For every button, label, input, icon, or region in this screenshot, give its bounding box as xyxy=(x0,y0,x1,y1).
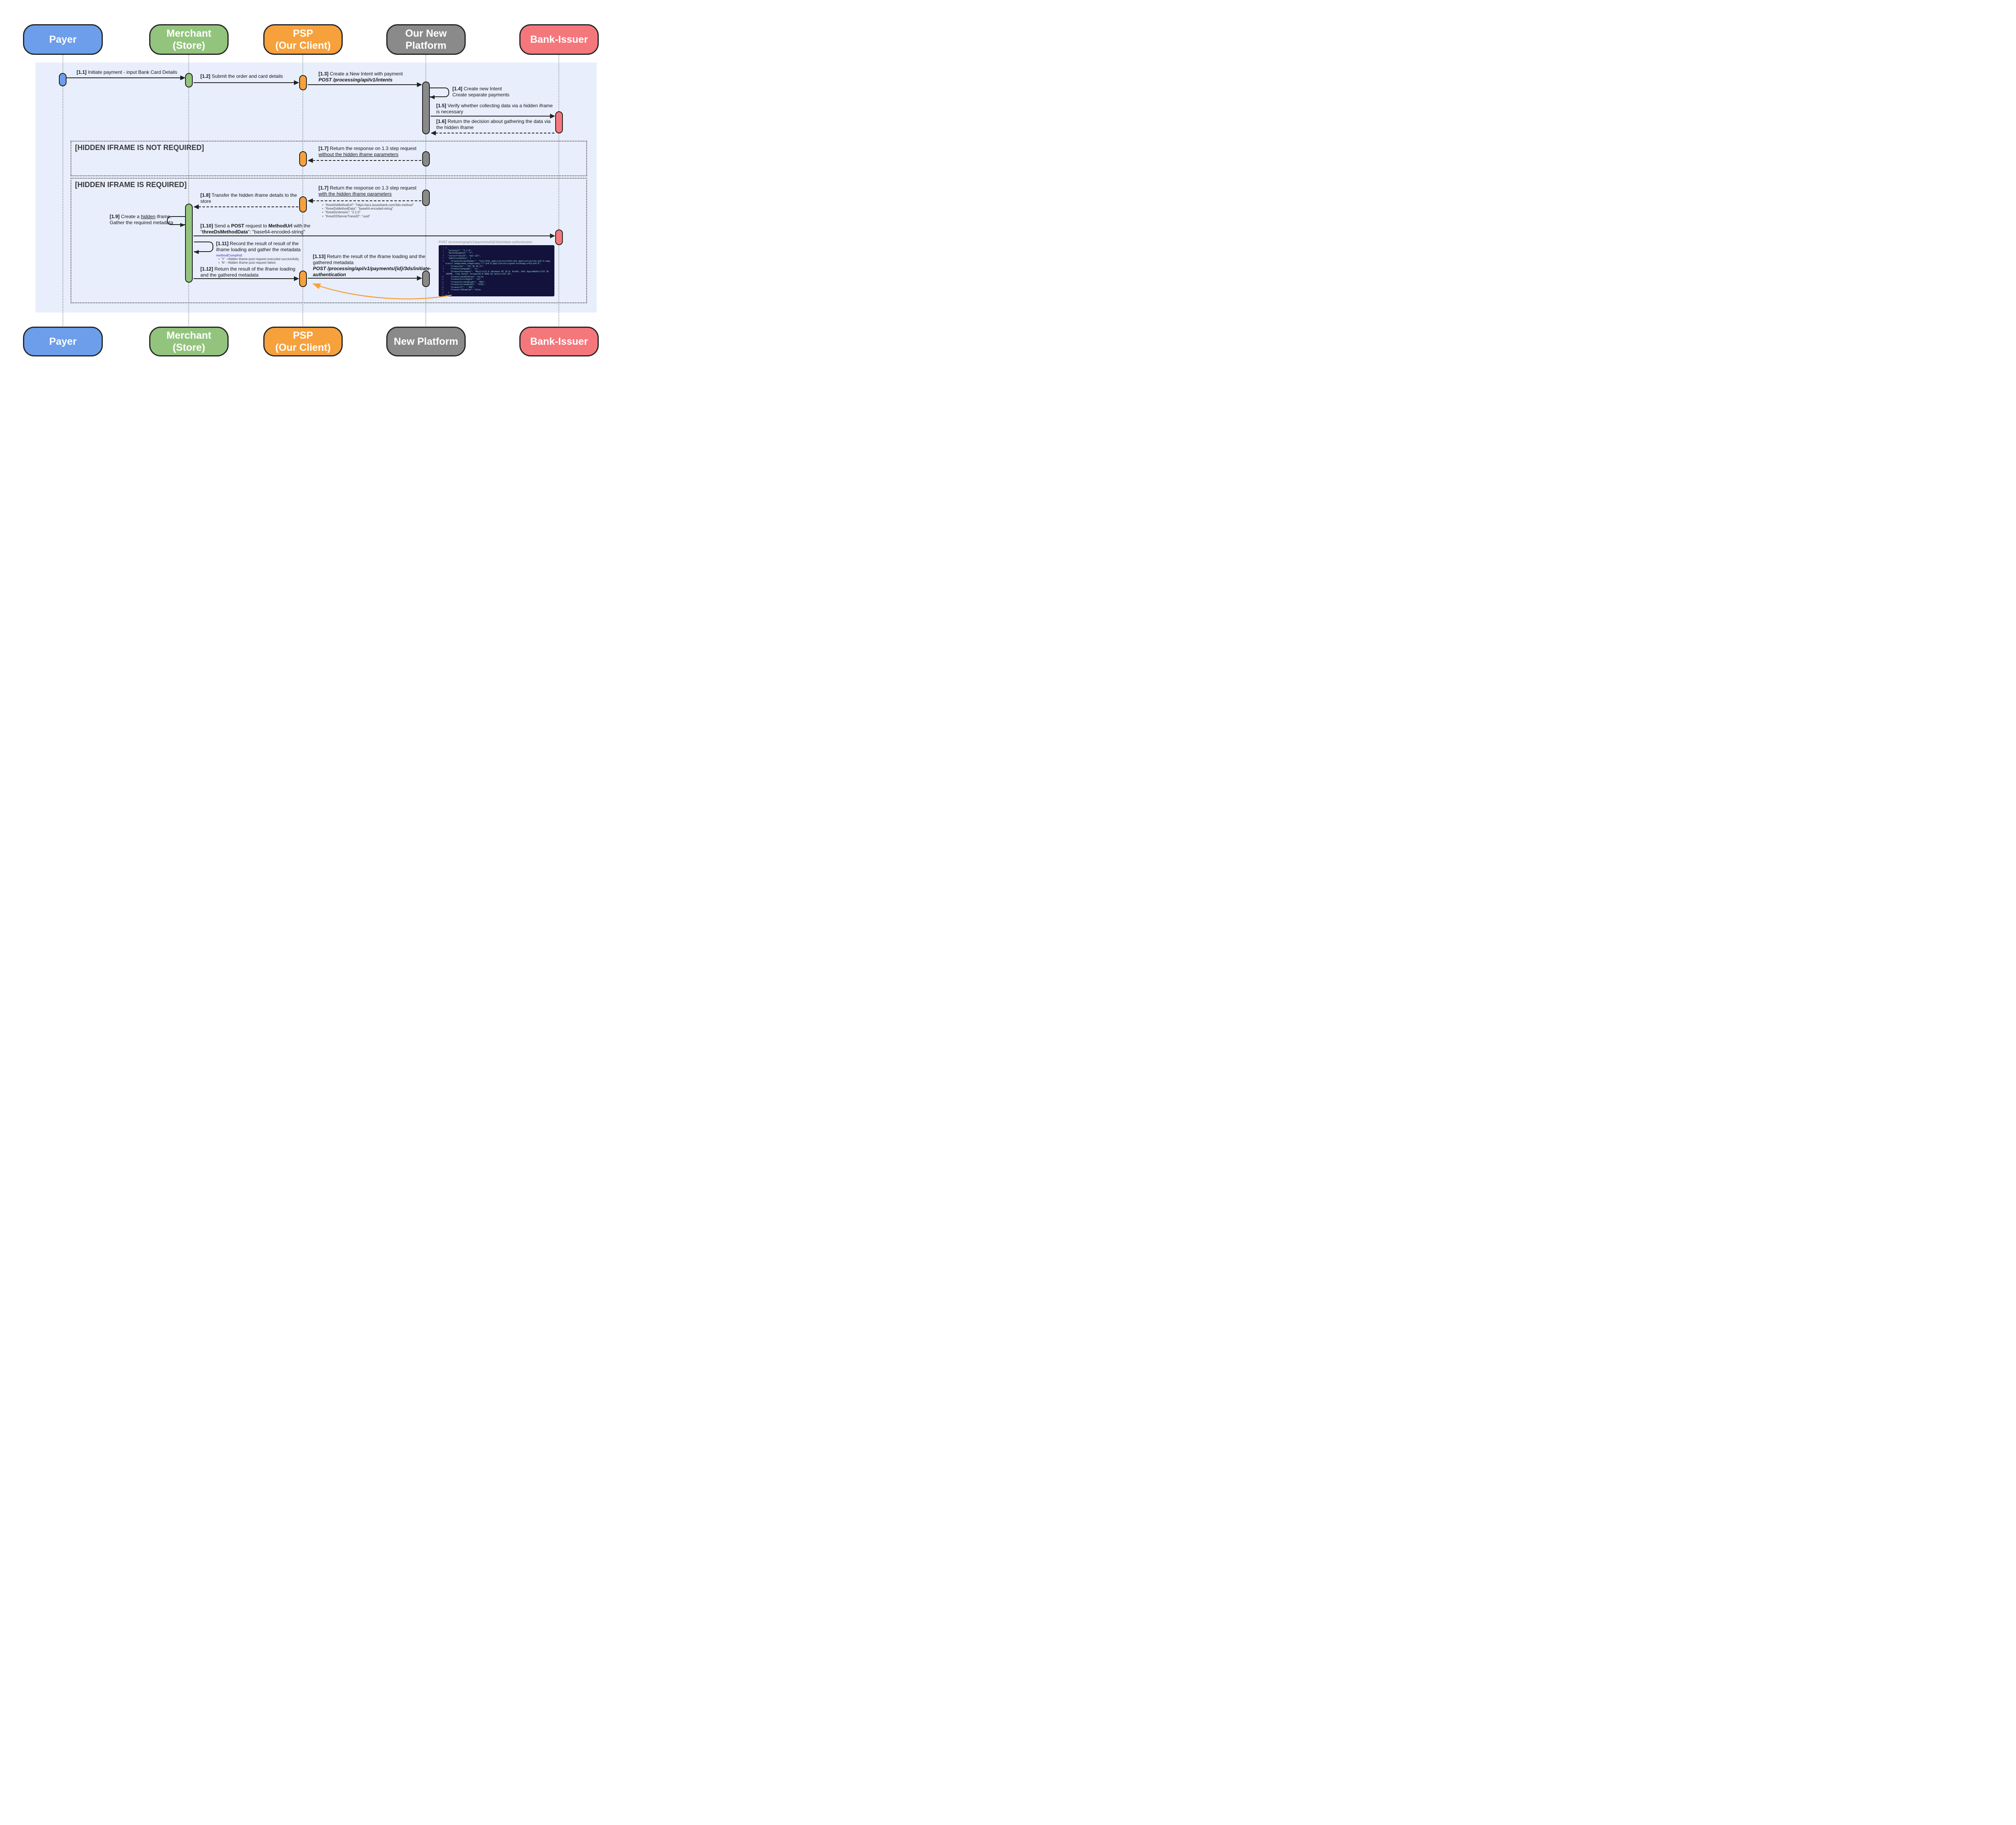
actor-label: Platform xyxy=(405,40,447,51)
loop-arrowhead xyxy=(180,223,185,227)
message-1-5-label: [1.5] Verify whether collecting data via… xyxy=(436,103,553,115)
actor-label: (Our Client) xyxy=(275,342,331,353)
lifeline-payer xyxy=(62,54,63,327)
arrow-1-2 xyxy=(194,80,299,85)
message-1-8-label: [1.8] Transfer the hidden iframe details… xyxy=(200,192,297,204)
message-1-2-label: [1.2] Submit the order and card details xyxy=(200,73,283,79)
actor-psp-top: PSP (Our Client) xyxy=(263,24,343,55)
message-1-10-label: [1.10] Send a POST request to MethodUrl … xyxy=(200,223,310,235)
activation-merchant-1 xyxy=(185,73,193,88)
arrow-1-7b xyxy=(308,198,421,203)
actor-payer-top: Payer xyxy=(23,24,103,55)
arrow-1-8 xyxy=(194,204,298,209)
fragment-hidden-iframe-not-required xyxy=(71,141,587,176)
activation-platform-f2a xyxy=(422,190,430,206)
actor-label: Our New xyxy=(405,27,447,39)
actor-merchant-top: Merchant (Store) xyxy=(149,24,229,55)
activation-merchant-long xyxy=(185,204,193,283)
self-loop-1-9 xyxy=(167,216,185,227)
lifeline-merchant xyxy=(188,54,189,327)
actor-label: (Our Client) xyxy=(275,40,331,51)
code-block-title: POST /processing/api/v1/payments/{id}/3d… xyxy=(439,240,532,244)
arrow-1-10 xyxy=(194,233,555,238)
self-loop-1-4 xyxy=(430,88,449,99)
arrow-1-5 xyxy=(431,114,555,119)
actor-label: Payer xyxy=(49,33,77,45)
message-1-12-label: [1.12] Return the result of the iframe l… xyxy=(200,266,296,278)
message-1-11-label: [1.11] Record the result of result of th… xyxy=(216,241,301,252)
activation-payer xyxy=(59,73,67,86)
actor-label: PSP xyxy=(293,329,313,341)
method-comp-ind-heading: methodCompInd: xyxy=(216,254,243,257)
arrow-1-1 xyxy=(67,75,185,80)
message-1-7a-label: [1.7] Return the response on 1.3 step re… xyxy=(319,146,417,157)
actor-psp-bottom: PSP (Our Client) xyxy=(263,327,343,356)
activation-platform-1 xyxy=(422,81,430,134)
actor-label: (Store) xyxy=(173,40,205,51)
fragment-title-required: [HIDDEN IFRAME IS REQUIRED] xyxy=(75,181,187,189)
message-1-6-label: [1.6] Return the decision about gatherin… xyxy=(436,119,551,130)
lifeline-bank xyxy=(558,54,559,327)
actor-payer-bottom: Payer xyxy=(23,327,103,356)
code-lines: { "protocol": "2.1.0", "methodCompInd": … xyxy=(440,247,550,296)
activation-bank-1 xyxy=(555,111,563,133)
actor-platform-bottom: New Platform xyxy=(386,327,466,356)
activation-psp-f2b xyxy=(299,271,307,287)
arrow-1-13 xyxy=(308,276,422,281)
loop-arrowhead xyxy=(430,95,435,99)
activation-psp-f2a xyxy=(299,196,307,212)
sequence-diagram: [HIDDEN IFRAME IS NOT REQUIRED] [HIDDEN … xyxy=(0,0,623,375)
message-1-7b-label: [1.7] Return the response on 1.3 step re… xyxy=(319,185,417,197)
fragment-hidden-iframe-required xyxy=(71,178,587,303)
actor-bank-bottom: Bank-Issuer xyxy=(519,327,599,356)
loop-arrowhead xyxy=(194,250,199,254)
arrow-1-7a xyxy=(308,158,421,163)
method-comp-ind-list: 'Y' - Hidden iframe post request execute… xyxy=(218,257,300,265)
activation-platform-f1 xyxy=(422,151,430,167)
actor-label: (Store) xyxy=(173,342,205,353)
fragment-title-not-required: [HIDDEN IFRAME IS NOT REQUIRED] xyxy=(75,144,204,152)
code-block: { "protocol": "2.1.0", "methodCompInd": … xyxy=(439,245,554,296)
activation-psp-1 xyxy=(299,75,307,90)
actor-platform-top: Our New Platform xyxy=(386,24,466,55)
arrow-1-12 xyxy=(194,276,299,281)
activation-bank-f2 xyxy=(555,229,563,245)
actor-label: Bank-Issuer xyxy=(530,33,588,45)
self-loop-1-11 xyxy=(194,242,213,254)
orange-feedback-arrow xyxy=(312,283,452,300)
arrow-1-3 xyxy=(308,82,422,87)
actor-merchant-bottom: Merchant (Store) xyxy=(149,327,229,356)
activation-psp-f1 xyxy=(299,151,307,167)
message-1-13-label: [1.13] Return the result of the iframe l… xyxy=(313,254,431,277)
message-1-4-label: [1.4] Create new Intent Create separate … xyxy=(452,86,510,98)
message-1-3-label: [1.3] Create a New Intent with payment P… xyxy=(319,71,403,83)
lifeline-psp xyxy=(302,54,303,327)
message-1-1-label: [1.1] Initiate payment - input Bank Card… xyxy=(77,69,177,75)
actor-label: Bank-Issuer xyxy=(530,335,588,347)
actor-label: Payer xyxy=(49,335,77,347)
iframe-parameters-list: "threeDsMethodUrl": "https://acs.issuerb… xyxy=(321,203,414,218)
activation-platform-f2b xyxy=(422,271,430,287)
actor-bank-top: Bank-Issuer xyxy=(519,24,599,55)
actor-label: Merchant xyxy=(166,329,212,341)
actor-label: New Platform xyxy=(394,335,458,347)
actor-label: PSP xyxy=(293,27,313,39)
actor-label: Merchant xyxy=(166,27,212,39)
message-1-9-label: [1.9] Create a hidden iframe. Gather the… xyxy=(110,214,173,225)
